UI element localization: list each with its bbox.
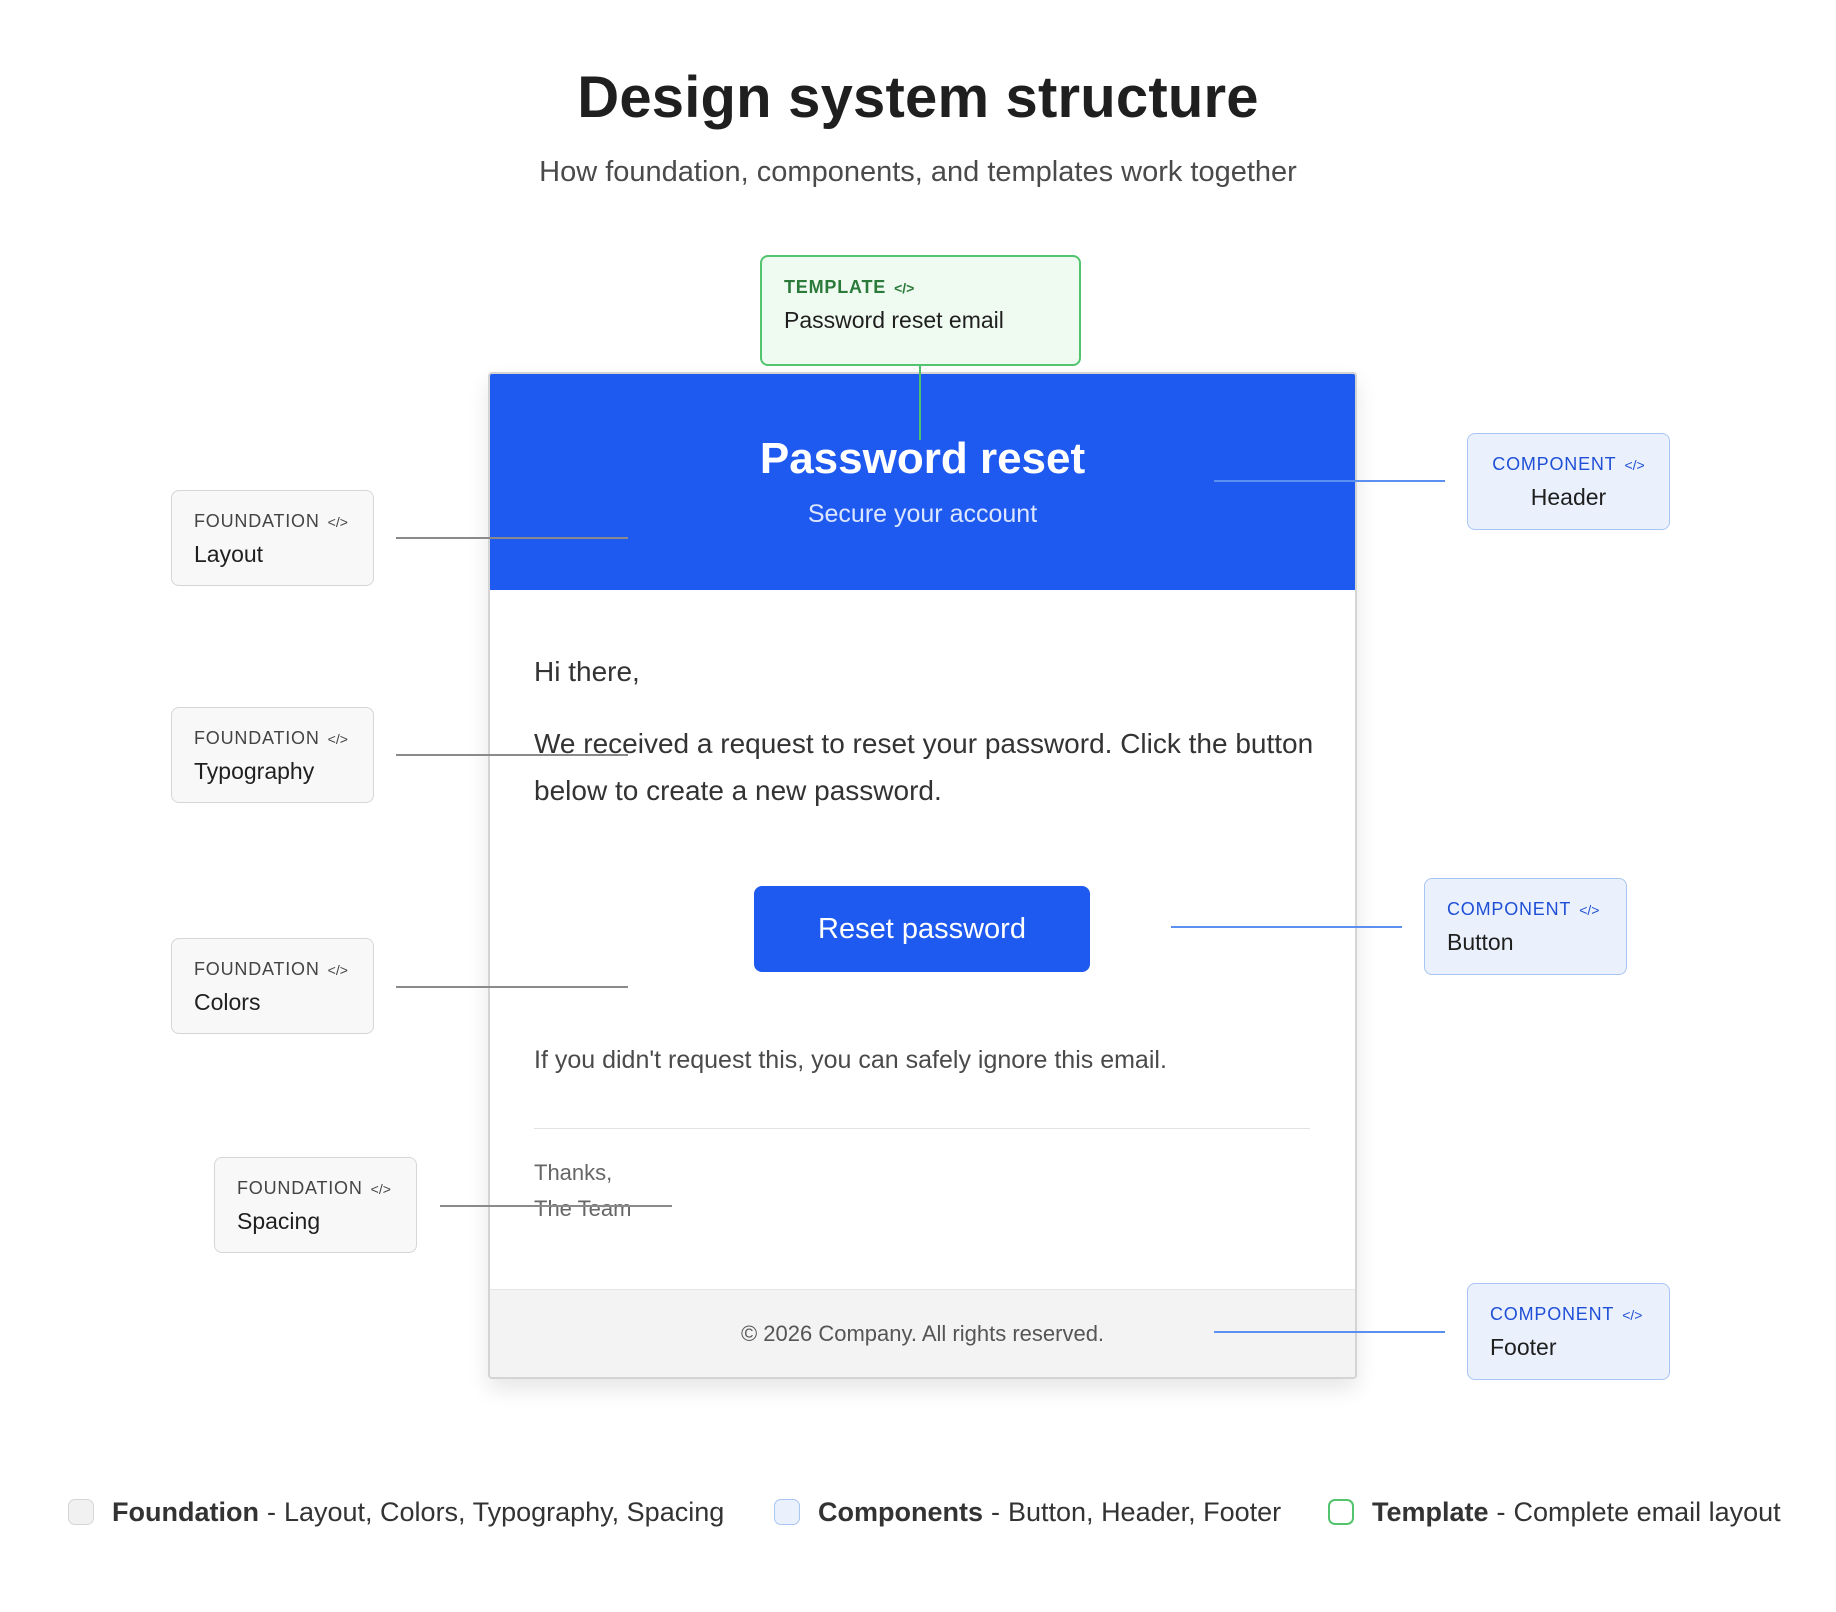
template-callout-name: Password reset email <box>784 307 1004 333</box>
email-ignore-note: If you didn't request this, you can safe… <box>534 1046 1167 1074</box>
component-callout-name: Footer <box>1490 1334 1557 1360</box>
legend-separator: - <box>1496 1496 1506 1527</box>
typography-connector <box>396 754 628 756</box>
code-icon: </> <box>1624 457 1645 473</box>
foundation-swatch <box>68 1499 94 1525</box>
component-callout-header: COMPONENT</> Header <box>1467 433 1670 530</box>
foundation-callout-name: Typography <box>194 758 315 784</box>
foundation-callout-name: Spacing <box>237 1208 321 1234</box>
email-footer: © 2026 Company. All rights reserved. <box>490 1289 1355 1377</box>
template-callout-kind: TEMPLATE</> <box>784 277 915 297</box>
foundation-callout-name: Colors <box>194 989 261 1015</box>
legend-foundation-name: Foundation <box>112 1496 259 1527</box>
email-header-title: Password reset <box>759 434 1086 483</box>
component-callout-button: COMPONENT</> Button <box>1424 878 1627 975</box>
layout-connector <box>396 537 628 539</box>
legend-components-name: Components <box>818 1496 983 1527</box>
foundation-callout-kind: FOUNDATION</> <box>237 1178 391 1198</box>
email-header-subtitle: Secure your account <box>807 500 1038 528</box>
legend-template-desc: Complete email layout <box>1513 1496 1781 1527</box>
component-callout-footer: COMPONENT</> Footer <box>1467 1283 1670 1380</box>
email-signature: The Team <box>534 1196 632 1221</box>
code-icon: </> <box>1579 902 1600 918</box>
spacing-connector <box>440 1205 672 1207</box>
foundation-callout-spacing: FOUNDATION</> Spacing <box>214 1157 417 1253</box>
component-callout-kind: COMPONENT</> <box>1447 899 1600 919</box>
component-callout-name: Header <box>1530 484 1607 510</box>
template-connector <box>919 364 921 440</box>
legend-template: Template - Complete email layout <box>1328 1492 1781 1532</box>
foundation-callout-layout: FOUNDATION</> Layout <box>171 490 374 586</box>
foundation-callout-typography: FOUNDATION</> Typography <box>171 707 374 803</box>
template-callout: TEMPLATE</> Password reset email <box>760 255 1081 366</box>
diagram-title: Design system structure <box>577 65 1259 130</box>
legend-separator: - <box>266 1496 276 1527</box>
email-signoff: Thanks, <box>534 1160 613 1185</box>
code-icon: </> <box>327 514 348 530</box>
email-preview: Password reset Secure your account Hi th… <box>488 372 1357 1379</box>
legend-template-name: Template <box>1372 1496 1489 1527</box>
code-icon: </> <box>327 731 348 747</box>
component-callout-kind: COMPONENT</> <box>1490 1304 1643 1324</box>
component-callout-kind: COMPONENT</> <box>1492 454 1645 474</box>
component-callout-name: Button <box>1447 929 1514 955</box>
foundation-callout-colors: FOUNDATION</> Colors <box>171 938 374 1034</box>
code-icon: </> <box>894 280 915 296</box>
header-connector <box>1214 480 1445 482</box>
legend-foundation: Foundation - Layout, Colors, Typography,… <box>68 1492 724 1532</box>
diagram-subtitle: How foundation, components, and template… <box>539 156 1297 188</box>
legend-components: Components - Button, Header, Footer <box>774 1492 1281 1532</box>
code-icon: </> <box>327 962 348 978</box>
reset-password-button[interactable]: Reset password <box>754 886 1090 972</box>
email-divider <box>534 1128 1310 1129</box>
button-connector <box>1171 926 1402 928</box>
foundation-callout-kind: FOUNDATION</> <box>194 511 348 531</box>
code-icon: </> <box>1622 1307 1643 1323</box>
legend-foundation-desc: Layout, Colors, Typography, Spacing <box>283 1496 725 1527</box>
foundation-callout-kind: FOUNDATION</> <box>194 959 348 979</box>
template-swatch <box>1328 1499 1354 1525</box>
component-swatch <box>774 1499 800 1525</box>
footer-connector <box>1214 1331 1445 1333</box>
code-icon: </> <box>370 1181 391 1197</box>
foundation-callout-kind: FOUNDATION</> <box>194 728 348 748</box>
email-greeting: Hi there, <box>534 656 640 687</box>
email-body-text: We received a request to reset your pass… <box>534 728 1314 806</box>
legend-separator: - <box>991 1496 1000 1527</box>
legend-components-desc: Button, Header, Footer <box>1008 1496 1282 1527</box>
email-header: Password reset Secure your account <box>490 374 1355 590</box>
foundation-callout-name: Layout <box>194 541 264 567</box>
colors-connector <box>396 986 628 988</box>
